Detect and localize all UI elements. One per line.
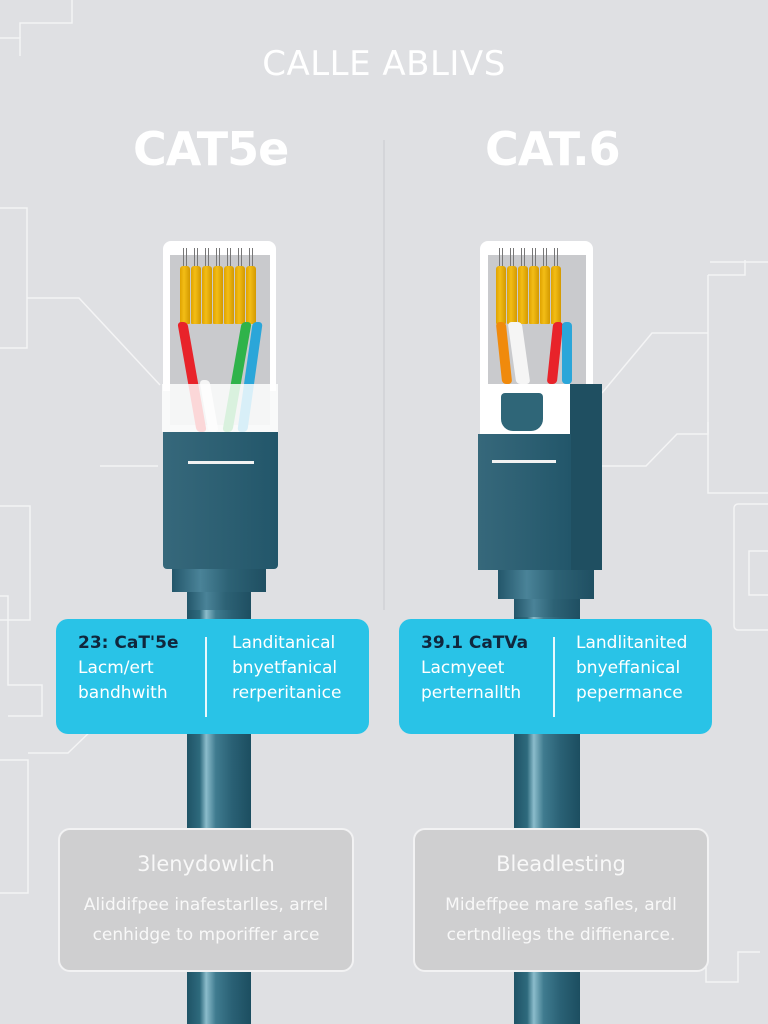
cat5e-info-heading: 23: CaT'5e (78, 633, 179, 653)
cat6-info-divider (553, 637, 555, 717)
cat5e-pins (180, 248, 256, 324)
cat5e-note-line2: cenhidge to mporiffer arce (92, 925, 320, 945)
cat5e-note-line1: Aliddifpee inafestarlles, arrel (83, 895, 329, 915)
cat5e-info-left-line2: bandhwith (78, 683, 168, 703)
cat6-info-left-line2: perternallth (421, 683, 522, 703)
cat6-pins (496, 248, 561, 324)
cat6-note-panel: Bleadlesting Mideffpee mare safles, ardl… (413, 828, 709, 972)
cat5e-info-right-line1: Landitanical (232, 633, 336, 653)
cat6-note-line1: Mideffpee mare safles, ardl (445, 895, 677, 915)
cat6-side-panel (570, 384, 602, 570)
cat6-info-right-line3: pepermance (576, 683, 683, 703)
page-title: CALLE ABLIVS (262, 44, 506, 84)
cat5e-label: CAT5e (133, 122, 289, 176)
cat6-info-right-line2: bnyeffanical (576, 658, 681, 678)
cat6-info-left-line1: Lacmyeet (421, 658, 505, 678)
cat6-info-right-line1: Landlitanited (576, 633, 688, 653)
cat5e-info-left-line1: Lacm/ert (78, 658, 154, 678)
cat5e-info-right-line3: rerperitanice (232, 683, 342, 703)
cat6-info-panel: 39.1 CaTVa Lacmyeet perternallth Landlit… (399, 619, 712, 734)
cat5e-note-title: 3lenydowlich (137, 852, 275, 876)
cat5e-collar (162, 384, 278, 432)
cat5e-boot-lower (187, 588, 251, 610)
cat5e-info-right-line2: bnyetfanical (232, 658, 338, 678)
cat6-wire-blue (562, 322, 572, 384)
cat6-boot-lower (514, 595, 580, 617)
cat6-label: CAT.6 (485, 122, 621, 176)
cat6-body (478, 434, 571, 570)
column-divider (383, 140, 385, 610)
cat5e-boot-upper (172, 567, 266, 592)
cat6-note-line2: certndliegs the diffienarce. (446, 925, 676, 945)
cat6-latch-window (501, 393, 543, 431)
cat5e-note-panel: 3lenydowlich Aliddifpee inafestarlles, a… (58, 828, 354, 972)
cat6-info-heading: 39.1 CaTVa (421, 633, 529, 653)
cat6-boot-upper (498, 569, 594, 599)
cat5e-body (163, 432, 278, 569)
cat5e-info-panel: 23: CaT'5e Lacm/ert bandhwith Landitanic… (56, 619, 369, 734)
cat6-note-title: Bleadlesting (496, 852, 626, 876)
cat5e-info-divider (205, 637, 207, 717)
